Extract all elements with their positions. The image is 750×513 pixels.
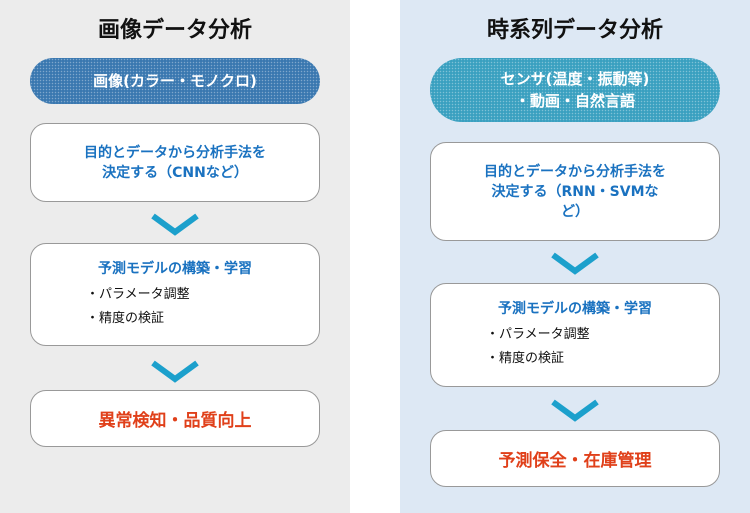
result-label: 予測保全・在庫管理: [498, 451, 652, 471]
input-label: センサ(温度・振動等): [500, 70, 650, 88]
model-item: ・パラメータ調整: [486, 327, 590, 342]
input-label: ・動画・自然言語: [514, 92, 635, 110]
result-box: 異常検知・品質向上: [30, 390, 320, 447]
timeseries-analysis-panel: 時系列データ分析 センサ(温度・振動等) ・動画・自然言語 目的とデータから分析…: [400, 0, 750, 513]
result-box: 予測保全・在庫管理: [430, 430, 720, 487]
method-line: 決定する（CNNなど）: [102, 164, 248, 181]
input-pill: 画像(カラー・モノクロ): [30, 58, 320, 104]
method-line: ど）: [561, 203, 589, 220]
panel-title: 時系列データ分析: [486, 18, 663, 43]
model-item: ・精度の検証: [86, 310, 165, 326]
result-label: 異常検知・品質向上: [98, 411, 252, 431]
chevron-down-icon: [151, 213, 199, 236]
chevron-down-icon: [551, 399, 599, 422]
model-item: ・精度の検証: [486, 351, 565, 366]
method-line: 目的とデータから分析手法を: [484, 163, 666, 180]
input-pill: センサ(温度・振動等) ・動画・自然言語: [430, 58, 720, 122]
chevron-down-icon: [551, 252, 599, 275]
input-label: 画像(カラー・モノクロ): [93, 72, 257, 90]
method-box: 目的とデータから分析手法を 決定する（CNNなど）: [30, 123, 320, 202]
model-heading: 予測モデルの構築・学習: [498, 301, 652, 317]
image-analysis-panel: 画像データ分析 画像(カラー・モノクロ) 目的とデータから分析手法を 決定する（…: [0, 0, 350, 513]
chevron-down-icon: [151, 360, 199, 383]
model-item: ・パラメータ調整: [86, 286, 190, 302]
method-box: 目的とデータから分析手法を 決定する（RNN・SVMな ど）: [430, 142, 720, 241]
panel-title: 画像データ分析: [97, 18, 252, 43]
model-box: 予測モデルの構築・学習 ・パラメータ調整 ・精度の検証: [430, 283, 720, 387]
method-line: 決定する（RNN・SVMな: [491, 183, 659, 200]
model-heading: 予測モデルの構築・学習: [98, 260, 252, 277]
model-box: 予測モデルの構築・学習 ・パラメータ調整 ・精度の検証: [30, 243, 320, 346]
method-line: 目的とデータから分析手法を: [84, 144, 266, 161]
